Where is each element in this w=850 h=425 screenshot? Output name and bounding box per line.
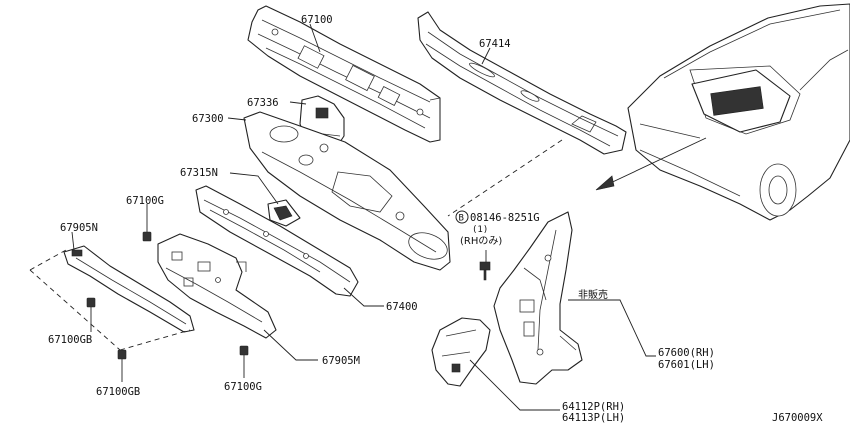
car-front-illustration [627,3,850,221]
part-67905M-center-bracket [157,233,277,339]
clip-67100G-top [142,204,152,242]
label-67100GB-b: 67100GB [96,386,140,398]
bolt-callout: B 08146-8251G (1) (RHのみ) [455,210,540,262]
leader-64112P [469,359,560,411]
label-67600: 67600(RH) [658,347,715,359]
label-64112P: 64112P(RH) [562,401,625,413]
label-67315N: 67315N [180,167,218,179]
label-67100GB-a: 67100GB [48,334,92,346]
leader-67315N [229,172,279,205]
leader-67600 [568,299,656,357]
clip-67100GB-a [86,297,96,332]
part-67905N-side-bracket [63,245,195,333]
label-67601: 67601(LH) [658,359,715,371]
leader-67905N [71,231,75,251]
direction-arrow [595,137,707,191]
leader-67100 [309,23,321,53]
label-67300: 67300 [192,113,224,125]
label-67100: 67100 [301,14,333,26]
label-67100G-bottom: 67100G [224,381,262,393]
part-67400-cross-member [195,185,359,297]
dashed-group-67905N [29,249,191,351]
bolt-symbol: B [459,214,464,224]
leader-67414 [481,47,491,65]
label-67905M: 67905M [322,355,360,367]
clip-67100G-bottom [239,345,249,378]
label-64113P: 64113P(LH) [562,412,625,424]
part-67100-cowl-top [247,5,441,143]
label-bolt-note: (RHのみ) [460,236,502,247]
label-not-for-sale: 非販売 [578,288,608,301]
leader-67400 [343,287,384,307]
part-67414-reinforcement [417,11,627,155]
label-bolt-qty: (1) [472,225,488,235]
leader-67300 [227,117,247,121]
part-67300-dash-lower [243,111,451,271]
leader-67905M [263,329,318,361]
part-67600-hoodledge [493,211,583,385]
label-67100G-top: 67100G [126,195,164,207]
label-67400: 67400 [386,301,418,313]
part-64112P-extension [431,317,491,387]
label-67905N: 67905N [60,222,98,234]
diagram-code: J670009X [772,412,823,424]
part-67315N-bracket [267,199,301,227]
leader-67336 [289,101,307,105]
bolt-part [479,261,491,281]
label-bolt-number: 08146-8251G [470,212,540,224]
dashed-reference-line [447,139,563,217]
clip-67100GB-b [117,349,127,382]
label-67336: 67336 [247,97,279,109]
label-67414: 67414 [479,38,511,50]
